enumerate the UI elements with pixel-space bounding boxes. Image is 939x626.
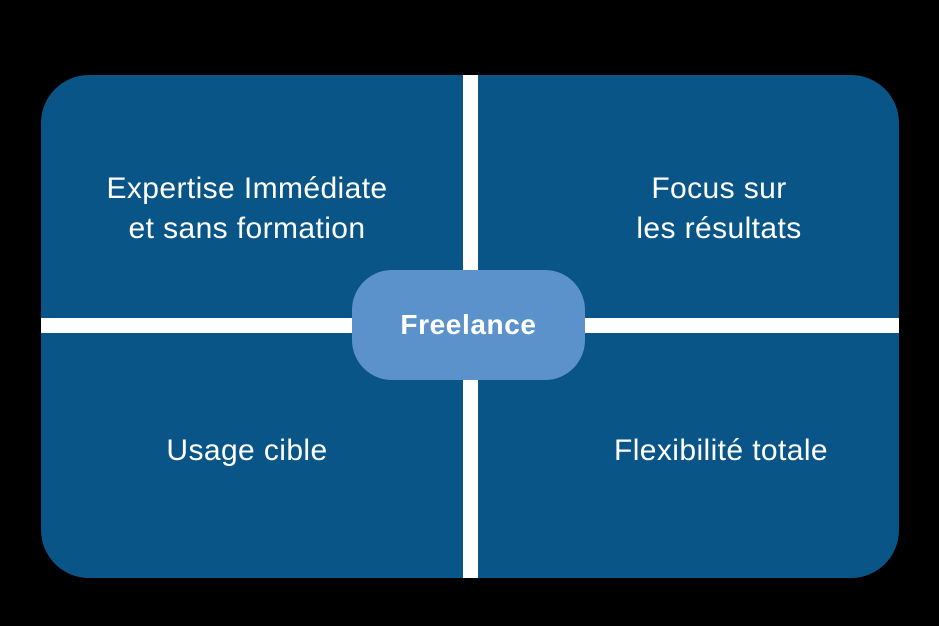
quadrant-top-left-line1: Expertise Immédiate: [106, 172, 388, 205]
quadrant-top-right-line2: les résultats: [636, 212, 802, 245]
quadrant-panel: Expertise Immédiate et sans formation Fo…: [41, 75, 899, 578]
quadrant-bottom-left-label: Usage cible: [166, 431, 327, 471]
quadrant-bottom-right-line1: Flexibilité totale: [614, 434, 828, 467]
center-badge-label: Freelance: [400, 309, 537, 340]
quadrant-top-left-line2: et sans formation: [128, 212, 366, 245]
quadrant-bottom-left-line1: Usage cible: [166, 434, 328, 467]
quadrant-top-right-line1: Focus sur: [651, 172, 787, 205]
quadrant-bottom-right-label: Flexibilité totale: [614, 431, 828, 471]
center-badge: Freelance: [352, 270, 585, 380]
quadrant-top-right-label: Focus sur les résultats: [636, 169, 801, 249]
quadrant-top-left-label: Expertise Immédiate et sans formation: [106, 169, 387, 249]
